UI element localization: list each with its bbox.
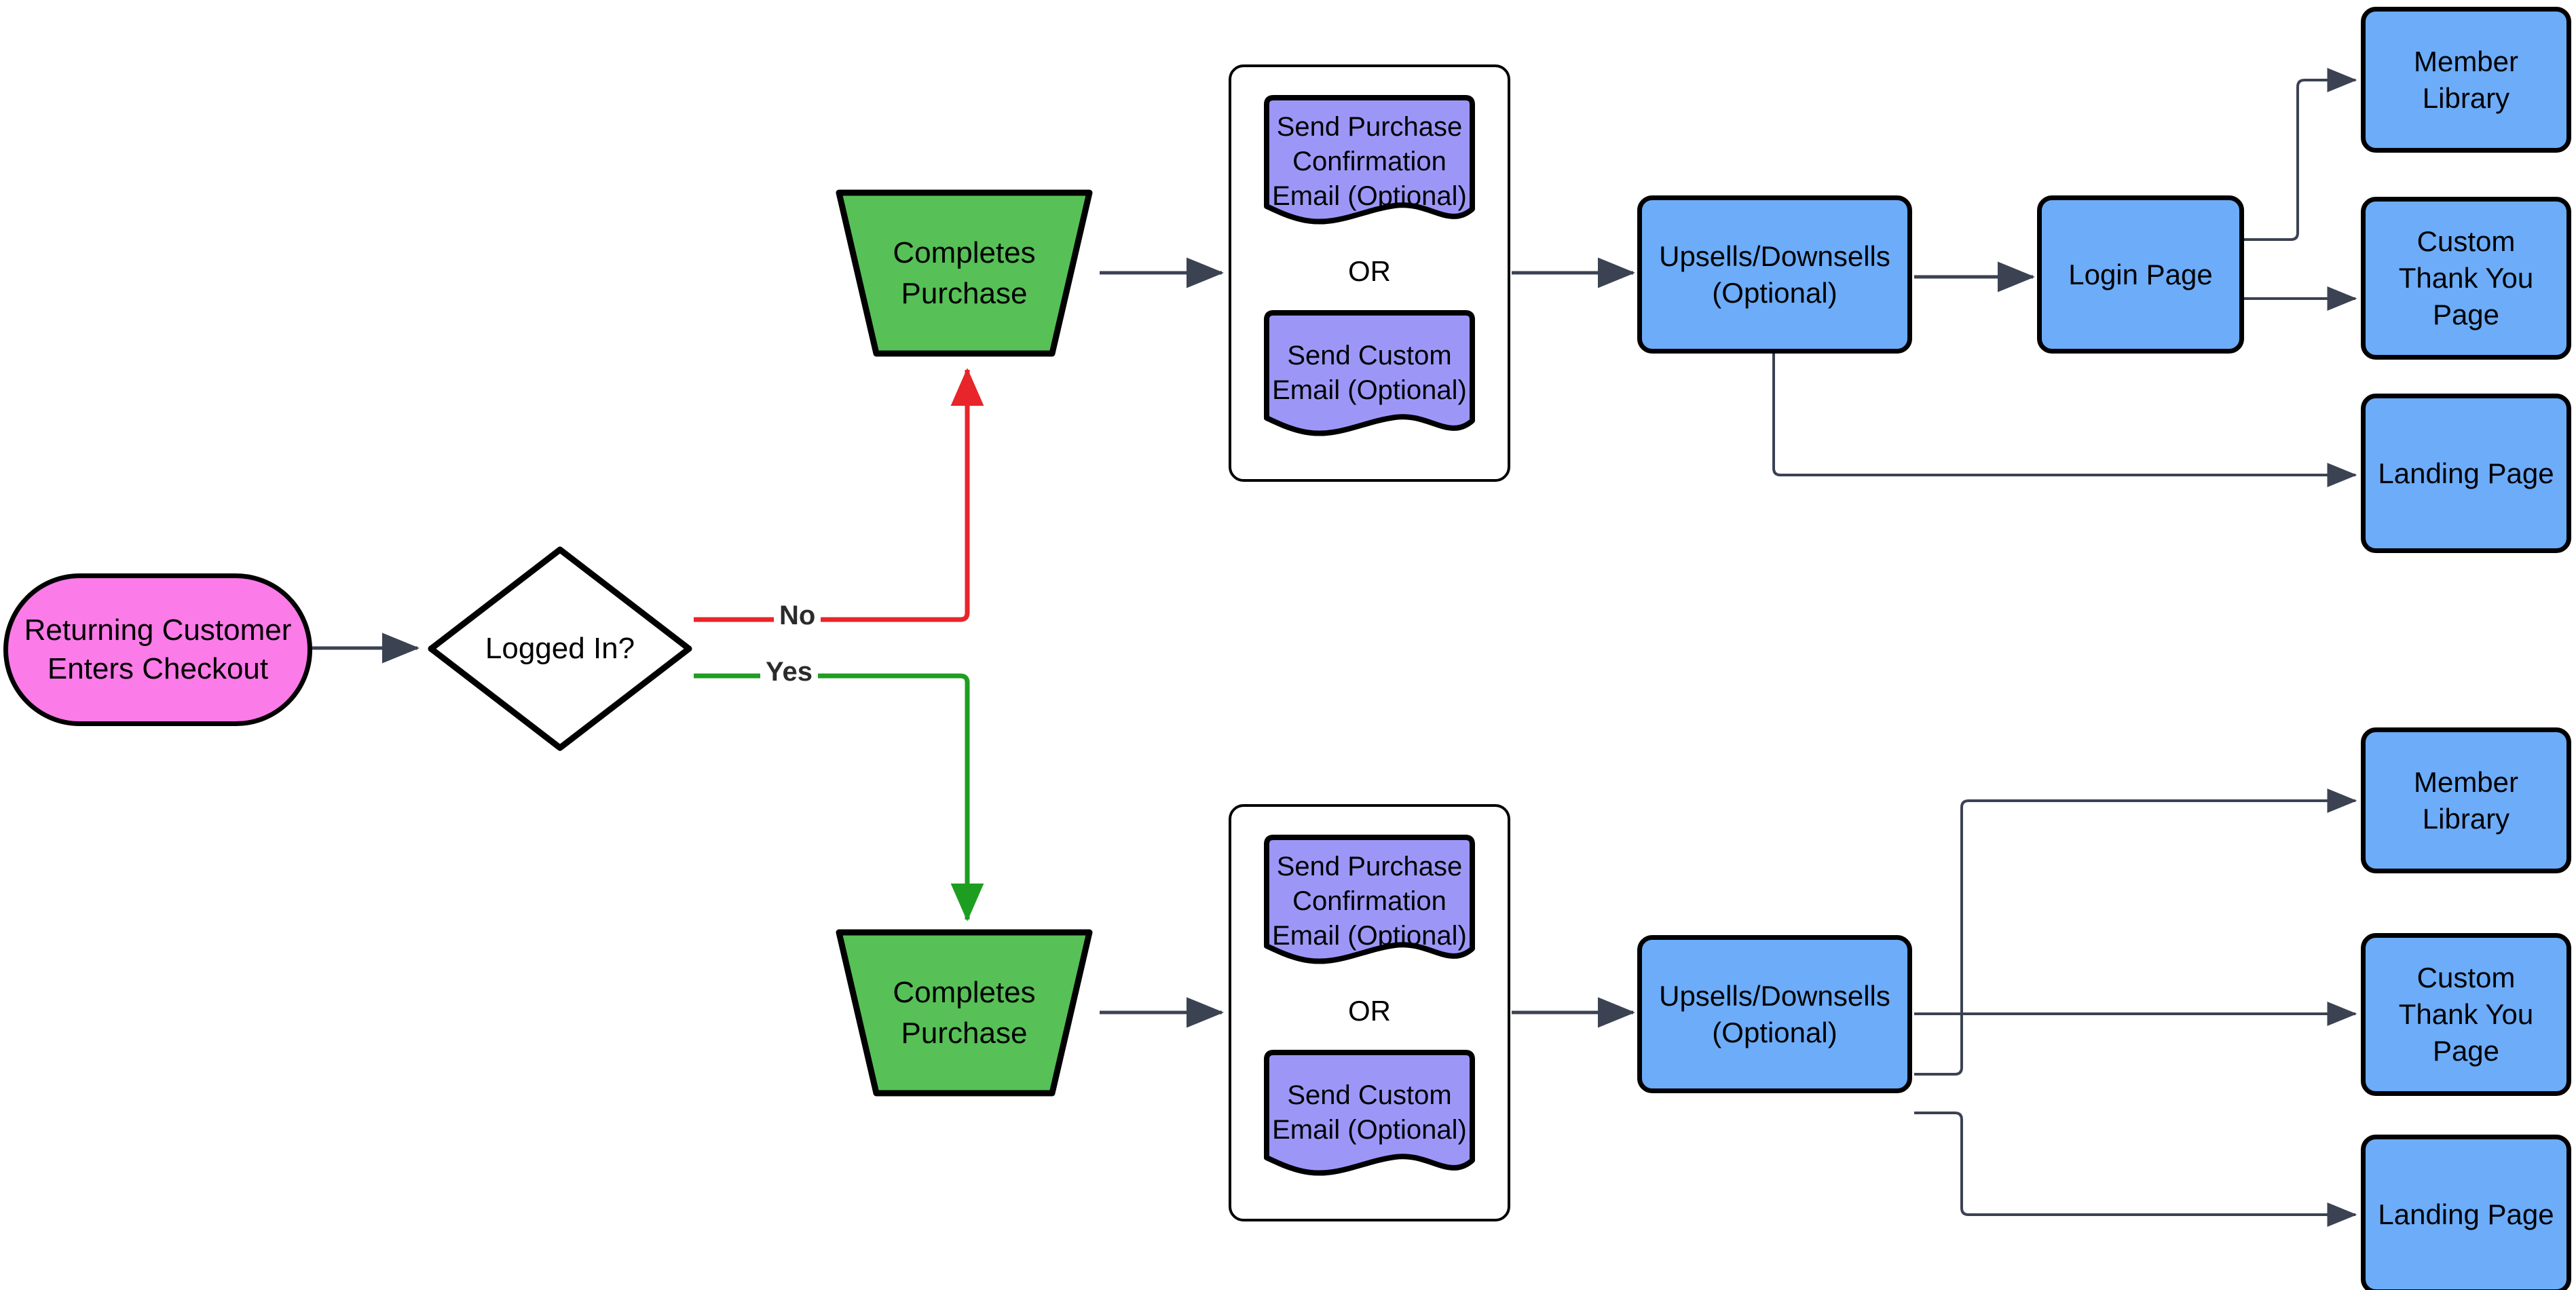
edge-label-no: No [774, 601, 821, 631]
node-label: Upsells/Downsells (Optional) [1659, 240, 1890, 309]
or-label-top: OR [1259, 254, 1480, 288]
node-label-wrap: Logged In? [424, 543, 696, 755]
node-completes-purchase-bottom[interactable]: Completes Purchase [827, 926, 1102, 1099]
node-label: Logged In? [485, 632, 635, 665]
node-label: Send Custom Email (Optional) [1272, 1080, 1467, 1145]
edge-upsells-bottom-to-landing-page-bottom [1914, 1112, 2357, 1227]
node-label: Send Custom Email (Optional) [1272, 341, 1467, 406]
edge-no-to-completes-purchase-top [694, 368, 984, 622]
node-upsells-downsells-bottom[interactable]: Upsells/Downsells (Optional) [1637, 935, 1912, 1093]
edge-label-yes: Yes [760, 657, 818, 687]
node-upsells-downsells-top[interactable]: Upsells/Downsells (Optional) [1637, 195, 1912, 354]
node-send-purchase-confirmation-email-top[interactable]: Send Purchase Confirmation Email (Option… [1259, 94, 1480, 233]
diamond-shape [428, 546, 692, 751]
node-label: Member Library [2413, 765, 2519, 835]
or-text: OR [1348, 255, 1391, 287]
node-completes-purchase-top[interactable]: Completes Purchase [827, 187, 1102, 360]
node-label: Landing Page [2378, 457, 2554, 489]
document-shape [1264, 310, 1475, 436]
document-shape [1264, 1050, 1475, 1176]
node-label: Custom Thank You Page [2398, 225, 2534, 330]
or-label-bottom: OR [1259, 994, 1480, 1028]
node-label-wrap: Send Custom Email (Optional) [1259, 1078, 1480, 1147]
node-send-custom-email-bottom[interactable]: Send Custom Email (Optional) [1259, 1048, 1480, 1184]
node-label-wrap: Completes Purchase [827, 187, 1102, 360]
edge-upsells-top-to-landing-page-top [1772, 354, 2357, 487]
or-text: OR [1348, 995, 1391, 1027]
node-send-custom-email-top[interactable]: Send Custom Email (Optional) [1259, 309, 1480, 444]
node-member-library-top[interactable]: Member Library [2361, 7, 2571, 153]
edge-login-page-to-member-library-top [2244, 68, 2357, 241]
node-label: Completes Purchase [893, 976, 1036, 1050]
trapezoid-shape [836, 929, 1093, 1097]
document-shape [1264, 95, 1475, 225]
node-label-wrap: Send Purchase Confirmation Email (Option… [1259, 850, 1480, 954]
node-custom-thank-you-page-top[interactable]: Custom Thank You Page [2361, 197, 2571, 360]
node-returning-customer-enters-checkout[interactable]: Returning Customer Enters Checkout [3, 573, 312, 726]
node-label: Completes Purchase [893, 236, 1036, 310]
node-label: Returning Customer Enters Checkout [24, 613, 292, 685]
node-custom-thank-you-page-bottom[interactable]: Custom Thank You Page [2361, 933, 2571, 1096]
node-landing-page-bottom[interactable]: Landing Page [2361, 1135, 2571, 1290]
trapezoid-shape [836, 189, 1093, 357]
node-login-page[interactable]: Login Page [2037, 195, 2244, 354]
node-label-wrap: Send Purchase Confirmation Email (Option… [1259, 110, 1480, 214]
node-send-purchase-confirmation-email-bottom[interactable]: Send Purchase Confirmation Email (Option… [1259, 833, 1480, 972]
node-landing-page-top[interactable]: Landing Page [2361, 394, 2571, 553]
edge-upsells-bottom-to-member-library-bottom [1914, 789, 2357, 1076]
node-member-library-bottom[interactable]: Member Library [2361, 727, 2571, 873]
node-logged-in-decision[interactable]: Logged In? [424, 543, 696, 755]
node-label-wrap: Completes Purchase [827, 926, 1102, 1099]
node-label: Member Library [2413, 45, 2519, 114]
node-label: Send Purchase Confirmation Email (Option… [1272, 852, 1467, 951]
node-label: Upsells/Downsells (Optional) [1659, 979, 1890, 1048]
node-label: Send Purchase Confirmation Email (Option… [1272, 112, 1467, 212]
document-shape [1264, 835, 1475, 964]
edge-yes-to-completes-purchase-bottom [694, 673, 984, 922]
node-label-wrap: Send Custom Email (Optional) [1259, 339, 1480, 408]
node-label: Custom Thank You Page [2398, 962, 2534, 1067]
node-label: Landing Page [2378, 1198, 2554, 1230]
node-label: Login Page [2068, 258, 2213, 290]
